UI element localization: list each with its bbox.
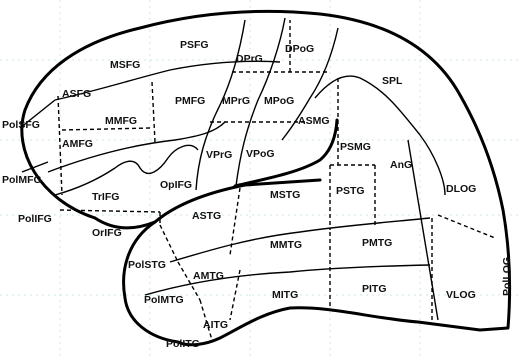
label-polsfg: PolSFG [2, 119, 40, 131]
temporal-vertical-1 [229, 187, 241, 256]
occipital-boundary [407, 139, 439, 321]
label-msfg: MSFG [110, 59, 140, 71]
label-amfg: AMFG [62, 138, 93, 150]
central-sulcus [235, 17, 286, 187]
label-dlog: DLOG [446, 183, 476, 195]
label-polog: PolLOG [501, 257, 513, 296]
label-polmfg: PolMFG [2, 174, 42, 186]
inferior-frontal-sulcus [47, 121, 226, 173]
label-vpog: VPoG [246, 148, 275, 160]
label-amtg: AMTG [193, 270, 224, 282]
temporal-vertical-2 [229, 269, 241, 321]
label-mmfg: MMFG [105, 115, 137, 127]
frontal-pole-line-2 [21, 161, 49, 173]
label-vprg: VPrG [206, 149, 232, 161]
superior-temporal-sulcus [169, 217, 431, 263]
label-mpog: MPoG [264, 95, 294, 107]
label-ang: AnG [390, 159, 412, 171]
label-mstg: MSTG [270, 189, 300, 201]
orbital-boundary-1 [59, 209, 161, 213]
label-oplfg: OpIFG [160, 179, 192, 191]
label-pmtg: PMTG [362, 237, 392, 249]
label-trifg: TrIFG [92, 191, 119, 203]
region-labels: PSFG MSFG DPrG DPoG SPL ASFG PolSFG PMFG… [2, 39, 513, 350]
label-dpog: DPoG [285, 43, 314, 55]
label-spl: SPL [382, 75, 403, 87]
frontal-vertical-2 [151, 81, 156, 143]
label-pitg: PITG [362, 283, 387, 295]
label-psfg: PSFG [180, 39, 209, 51]
label-mitg: MITG [272, 289, 298, 301]
label-aitg: AITG [203, 319, 228, 331]
label-pstg: PSTG [336, 185, 365, 197]
postcentral-sulcus [281, 27, 339, 141]
frontal-vertical-1 [57, 95, 63, 196]
occipital-transverse [437, 214, 496, 239]
superior-temporal-boundary [233, 118, 339, 188]
label-astg: ASTG [192, 210, 221, 222]
inferior-temporal-sulcus [144, 264, 431, 296]
label-orifg: OrIFG [92, 227, 122, 239]
frontal-transverse-1 [61, 127, 151, 131]
ifg-inner-contour [54, 144, 199, 196]
intraparietal-sulcus [314, 75, 446, 196]
label-asmg: ASMG [298, 115, 330, 127]
label-polstg: PolSTG [128, 259, 166, 271]
temporal-pole-2 [177, 261, 201, 301]
label-politg: PolITG [166, 338, 200, 350]
label-vlog: VLOG [446, 289, 476, 301]
label-dprg: DPrG [236, 53, 263, 65]
frontal-pole-line-1 [19, 99, 56, 129]
label-polmtg: PolMTG [144, 294, 184, 306]
label-asfg: ASFG [62, 88, 91, 100]
superior-frontal-sulcus [54, 60, 281, 101]
label-pmfg: PMFG [175, 95, 205, 107]
cortex-outline [20, 9, 512, 347]
precentral-sulcus [195, 19, 246, 191]
label-psmg: PSMG [340, 141, 371, 153]
sylvian-fissure-line [93, 216, 157, 230]
label-mmtg: MMTG [270, 239, 302, 251]
label-polifg: PolIFG [18, 213, 52, 225]
label-mprg: MPrG [222, 95, 250, 107]
temporal-pole-1 [159, 224, 179, 263]
